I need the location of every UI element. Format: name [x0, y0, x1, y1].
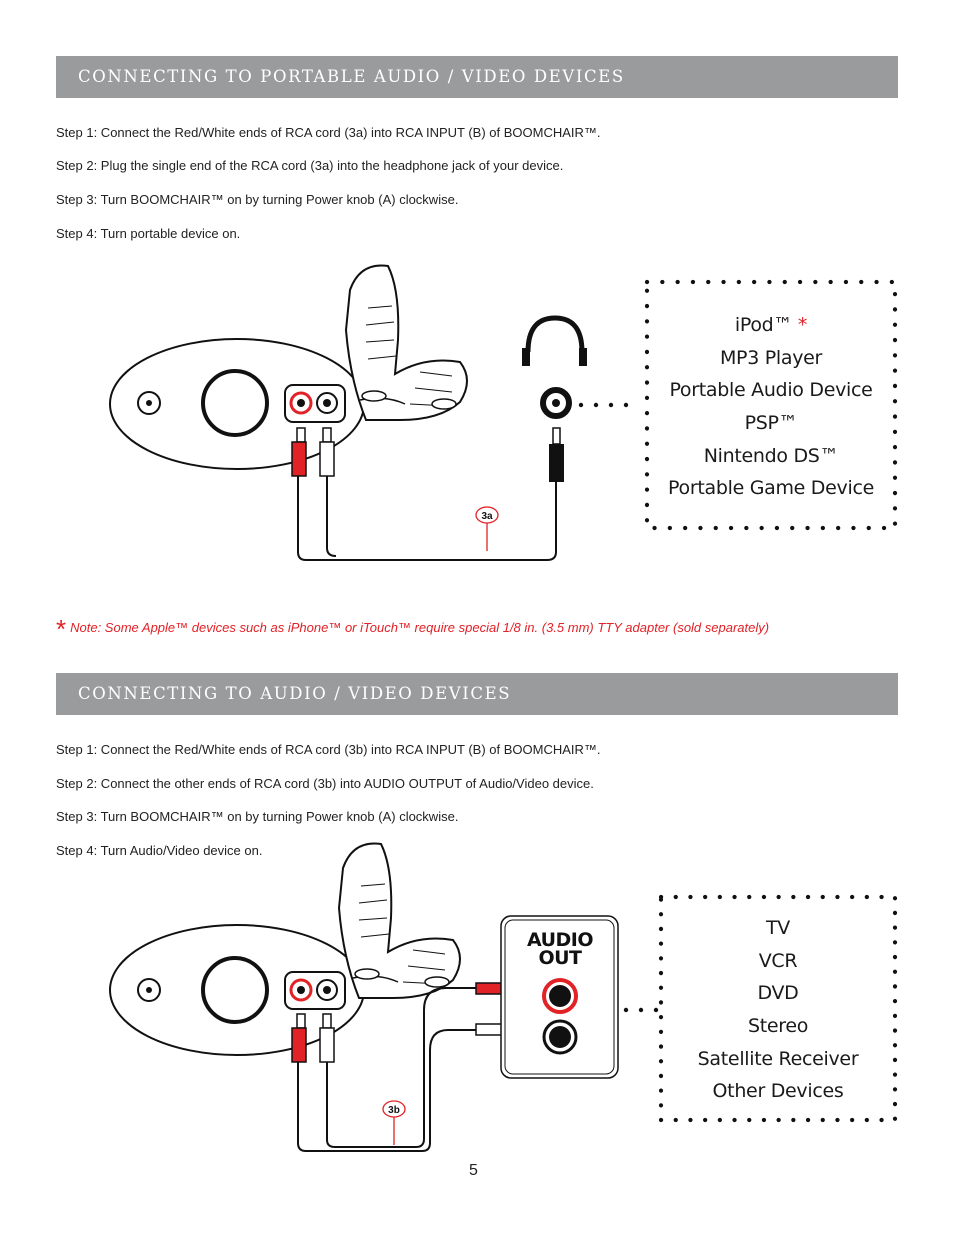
cord-label-3a: 3a	[481, 511, 493, 522]
section-banner-av: CONNECTING TO AUDIO / VIDEO DEVICES	[56, 673, 898, 715]
device-ipod: iPod™ *	[734, 314, 808, 336]
device-vcr: VCR	[758, 949, 798, 972]
device-nintendo-ds: Nintendo DS™	[703, 444, 839, 467]
audio-out-label-2: OUT	[538, 947, 582, 969]
note-text: Note: Some Apple™ devices such as iPhone…	[70, 620, 770, 635]
device-list-box-1	[644, 279, 898, 531]
audio-out-label: AUDIO	[527, 929, 593, 951]
section-title-av: CONNECTING TO AUDIO / VIDEO DEVICES	[78, 684, 512, 703]
av-connection-diagram: AUDIO OUT 3b	[109, 842, 898, 1152]
apple-note: *Note: Some Apple™ devices such as iPhon…	[56, 614, 769, 645]
power-knob-icon	[201, 956, 269, 1024]
rca-cord-3a	[297, 476, 557, 561]
device-psp: PSP™	[744, 412, 798, 435]
step-4: Step 4: Turn portable device on.	[56, 226, 241, 241]
red-rca-plug	[291, 1027, 307, 1063]
step-1: Step 1: Connect the Red/White ends of RC…	[56, 742, 601, 757]
cord-label-3b: 3b	[388, 1105, 400, 1116]
device-list-av: TV VCR DVD Stereo Satellite Receiver Oth…	[661, 912, 895, 1108]
device-portable-game: Portable Game Device	[668, 477, 874, 500]
power-knob-icon	[201, 369, 269, 437]
mini-plug-icon	[549, 444, 564, 482]
device-stereo: Stereo	[747, 1015, 809, 1038]
white-rca-plug	[319, 441, 335, 477]
portable-connection-diagram: 3a	[109, 264, 898, 561]
device-mp3: MP3 Player	[719, 346, 823, 369]
boomchair-icon	[344, 264, 468, 421]
note-asterisk: *	[56, 614, 67, 644]
device-list-portable: iPod™ * MP3 Player Portable Audio Device…	[647, 309, 895, 505]
device-dvd: DVD	[757, 982, 799, 1005]
device-satellite: Satellite Receiver	[697, 1047, 859, 1070]
boomchair-icon	[337, 842, 461, 999]
step-3: Step 3: Turn BOOMCHAIR™ on by turning Po…	[56, 809, 459, 824]
device-tv: TV	[765, 917, 790, 939]
step-2: Step 2: Connect the other ends of RCA co…	[56, 776, 594, 791]
page-number: 5	[469, 1162, 478, 1179]
white-rca-plug	[319, 1027, 335, 1063]
red-rca-plug	[291, 441, 307, 477]
step-4: Step 4: Turn Audio/Video device on.	[56, 843, 263, 858]
step-2: Step 2: Plug the single end of the RCA c…	[56, 158, 564, 173]
step-1: Step 1: Connect the Red/White ends of RC…	[56, 125, 601, 140]
section-title-portable: CONNECTING TO PORTABLE AUDIO / VIDEO DEV…	[78, 67, 625, 86]
rca-cord-3b	[297, 1029, 476, 1152]
section-banner-portable: CONNECTING TO PORTABLE AUDIO / VIDEO DEV…	[56, 56, 898, 98]
step-3: Step 3: Turn BOOMCHAIR™ on by turning Po…	[56, 192, 459, 207]
headphones-icon	[525, 315, 585, 353]
device-other: Other Devices	[712, 1080, 844, 1103]
device-portable-audio: Portable Audio Device	[669, 379, 873, 402]
device-list-box-2	[658, 894, 898, 1123]
